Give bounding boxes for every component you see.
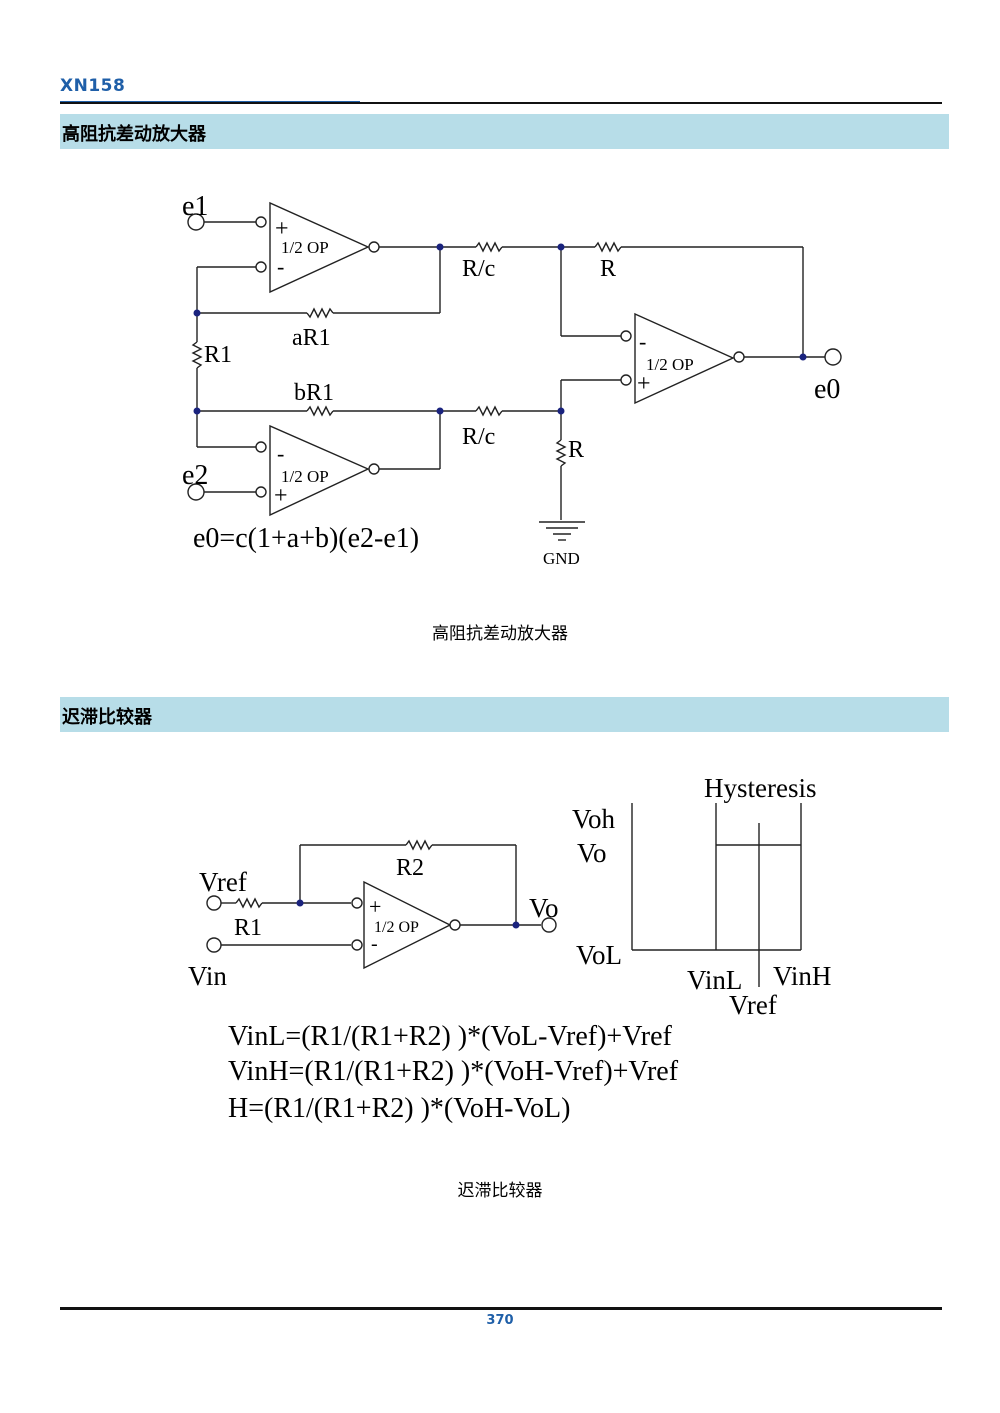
junction-node: [557, 243, 565, 251]
e0-terminal: [824, 348, 842, 366]
junction-node: [512, 921, 520, 929]
resistor-r-top: [594, 241, 622, 253]
label-vref: Vref: [199, 867, 247, 897]
label-r-ground: R: [568, 437, 584, 463]
junction-node: [436, 243, 444, 251]
label-voh: Voh: [572, 804, 616, 834]
vin-terminal: [206, 937, 222, 953]
label-ar1: aR1: [292, 325, 331, 351]
label-r1: R1: [234, 915, 262, 941]
label-vo: Vo: [529, 893, 559, 923]
plus-sign: +: [369, 894, 381, 919]
hysteresis-comparator-diagram: Vref R1 Vin R2 + - 1/2 OP Vo Hysteresis …: [188, 773, 831, 1124]
label-r-top: R: [600, 256, 616, 282]
junction-node: [557, 407, 565, 415]
vref-terminal: [206, 895, 222, 911]
op-amp: [363, 880, 452, 970]
op-label-lower: 1/2 OP: [281, 467, 329, 486]
page-number: 370: [486, 1313, 514, 1328]
junction-node: [799, 353, 807, 361]
minus-sign: -: [277, 254, 284, 279]
label-br1: bR1: [294, 380, 334, 406]
plus-sign: +: [274, 483, 288, 509]
section-title: 高阻抗差动放大器: [62, 124, 206, 145]
op-label-upper: 1/2 OP: [281, 238, 329, 257]
figure-caption: 高阻抗差动放大器: [432, 624, 568, 644]
junction-node: [193, 407, 201, 415]
section-header-differential-amplifier: 高阻抗差动放大器: [60, 114, 949, 149]
resistor-br1: [306, 405, 334, 417]
op-amp-right: [634, 312, 735, 405]
footer-rule: [60, 1307, 942, 1310]
minus-sign: -: [371, 933, 378, 955]
formula-differential: e0=c(1+a+b)(e2-e1): [193, 523, 419, 554]
formula-h: H=(R1/(R1+R2) )*(VoH-VoL): [228, 1093, 570, 1124]
minus-sign: -: [277, 441, 284, 466]
resistor-rc-bottom: [475, 405, 503, 417]
label-r2: R2: [396, 855, 424, 881]
section-title: 迟滞比较器: [62, 707, 152, 728]
plus-sign: +: [275, 216, 289, 242]
plus-sign: +: [637, 371, 651, 397]
op-label: 1/2 OP: [374, 919, 419, 936]
label-e1: e1: [182, 191, 208, 222]
document-code: XN158: [60, 76, 126, 96]
resistor-rc-top: [475, 241, 503, 253]
section-header-hysteresis-comparator: 迟滞比较器: [60, 697, 949, 732]
resistor-r-ground: [555, 439, 567, 467]
label-vol: VoL: [576, 940, 622, 970]
label-hysteresis: Hysteresis: [704, 773, 816, 803]
label-gnd: GND: [543, 549, 580, 568]
header-rule: [60, 102, 942, 104]
label-r1: R1: [204, 342, 232, 368]
resistor-r1: [191, 341, 203, 369]
op-amp-upper: [269, 201, 370, 294]
resistor-r2: [405, 839, 433, 851]
figure-caption: 迟滞比较器: [457, 1181, 543, 1201]
junction-node: [193, 309, 201, 317]
op-label-right: 1/2 OP: [646, 355, 694, 374]
label-vref-axis: Vref: [729, 990, 777, 1020]
formula-vinh: VinH=(R1/(R1+R2) )*(VoH-Vref)+Vref: [228, 1056, 679, 1087]
formula-vinl: VinL=(R1/(R1+R2) )*(VoL-Vref)+Vref: [228, 1021, 672, 1052]
label-vin: Vin: [188, 961, 227, 991]
minus-sign: -: [639, 329, 646, 354]
label-rc-top: R/c: [462, 256, 495, 282]
label-vinl: VinL: [687, 965, 742, 995]
label-rc-bottom: R/c: [462, 424, 495, 450]
differential-amplifier-diagram: e1 e2 e0 + - 1/2 OP - + 1/2 OP - + 1/2 O…: [182, 191, 842, 568]
resistor-ar1: [306, 307, 334, 319]
junction-node: [436, 407, 444, 415]
label-e2: e2: [182, 460, 208, 491]
resistor-r1: [235, 897, 263, 909]
label-e0: e0: [814, 374, 840, 405]
op-amp-lower: [269, 424, 370, 517]
label-vo-axis: Vo: [577, 838, 607, 868]
label-vinh: VinH: [773, 961, 831, 991]
junction-node: [296, 899, 304, 907]
vo-terminal: [541, 917, 557, 933]
